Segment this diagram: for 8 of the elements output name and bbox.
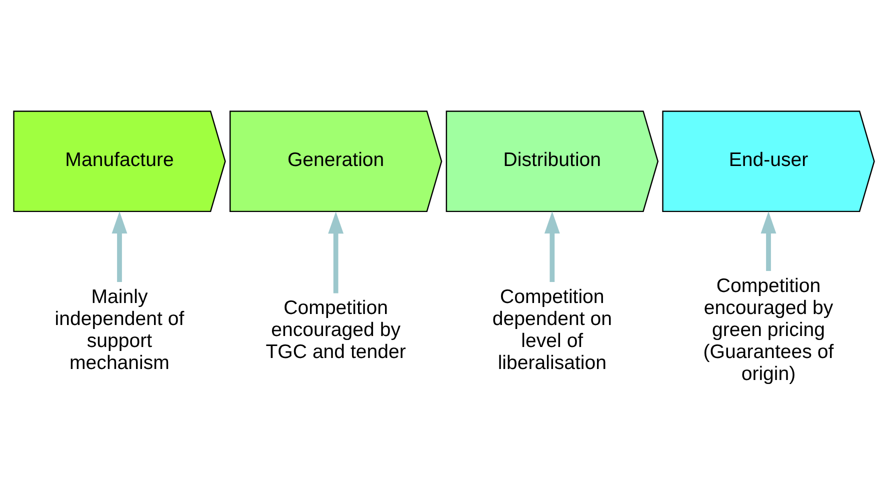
node-text: Mainly independent of support mechanism [54, 285, 184, 374]
node-text: Competition encouraged by TGC and tender [266, 296, 406, 362]
arrow [112, 210, 128, 282]
arrow [328, 211, 344, 293]
arrow [760, 210, 776, 270]
arrow [544, 210, 560, 282]
node-text: Competition encouraged by green pricing (Guarantees of origin) [703, 274, 834, 384]
node-text: Competition dependent on level of liberalisation [492, 285, 612, 374]
